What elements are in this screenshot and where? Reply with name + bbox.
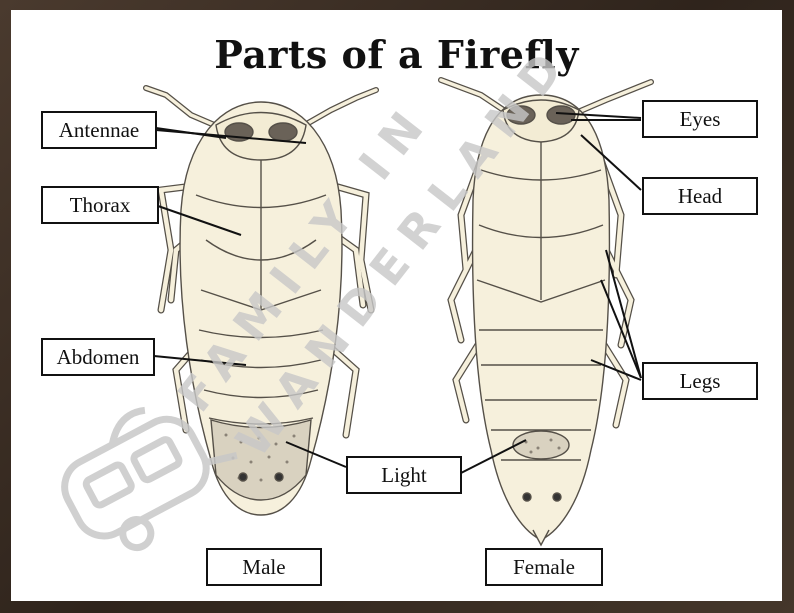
label-antennae: Antennae	[41, 111, 157, 149]
diagram-title: Parts of a Firefly	[214, 32, 579, 77]
label-head: Head	[642, 177, 758, 215]
male-firefly-drawing	[143, 85, 379, 516]
leader-lines	[153, 112, 642, 474]
label-abdomen: Abdomen	[41, 338, 155, 376]
label-female: Female	[485, 548, 603, 586]
label-thorax: Thorax	[41, 186, 159, 224]
male-light-organ	[210, 419, 312, 501]
firefly-illustration	[143, 77, 654, 547]
diagram-card: Parts of a Firefly	[11, 10, 782, 601]
label-light: Light	[346, 456, 462, 494]
female-light-organ	[512, 430, 570, 460]
label-eyes: Eyes	[642, 100, 758, 138]
label-legs: Legs	[642, 362, 758, 400]
label-male: Male	[206, 548, 322, 586]
female-firefly-drawing	[438, 77, 654, 547]
